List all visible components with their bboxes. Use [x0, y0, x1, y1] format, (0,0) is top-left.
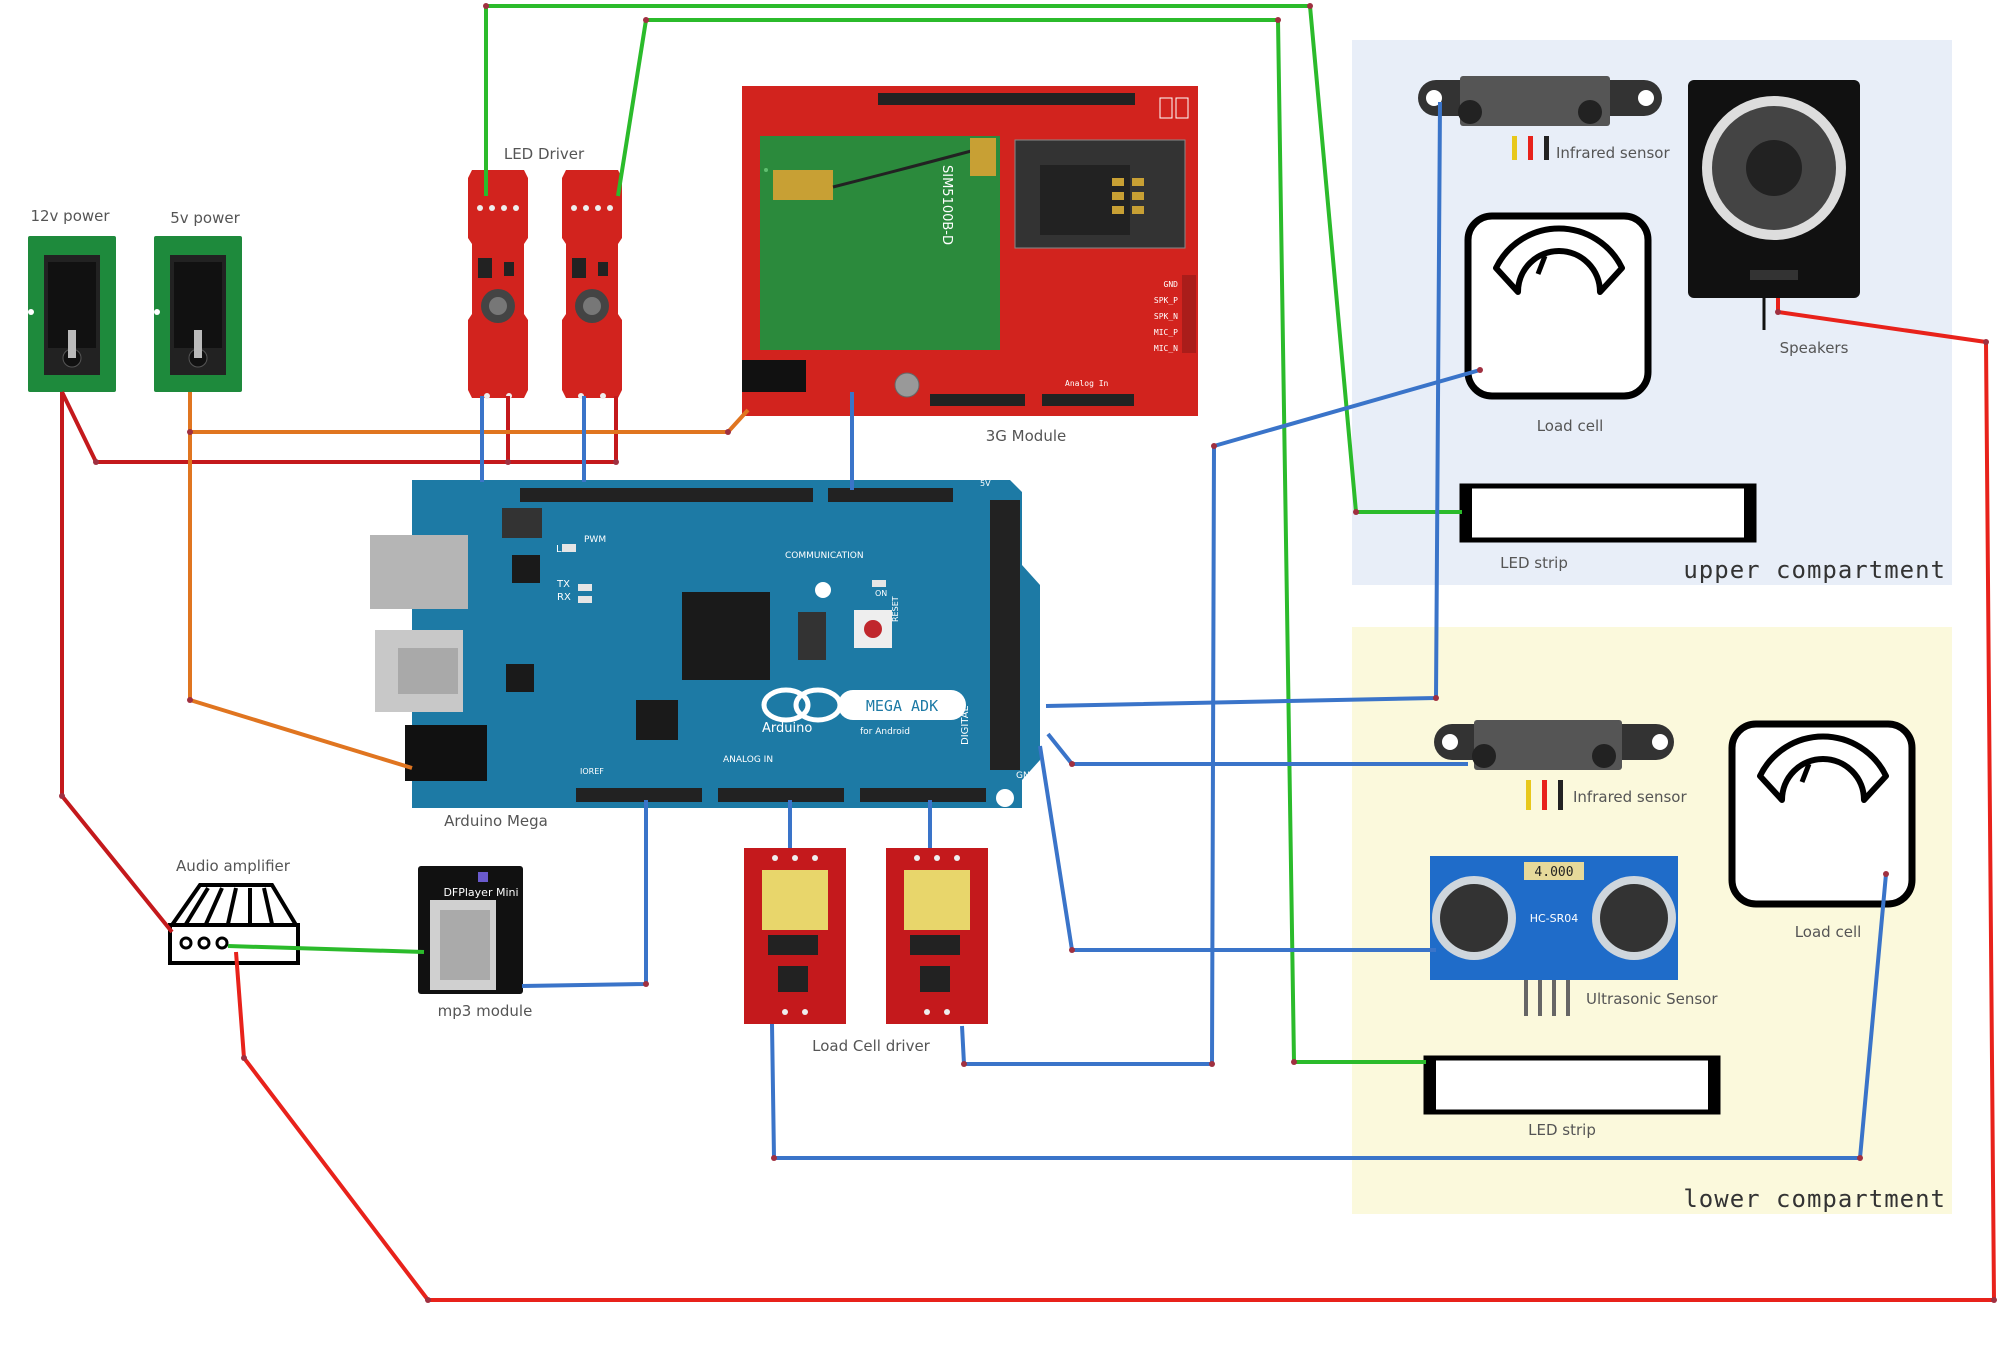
load-cell-upper-label: Load cell: [1537, 417, 1604, 435]
on-label: ON: [875, 589, 887, 598]
wire-orange-5v-module: [188, 392, 750, 434]
sim-chip-label: SIM5100B-D: [939, 165, 954, 245]
ultrasonic-chip-label: HC-SR04: [1530, 912, 1579, 925]
infrared-lower-label: Infrared sensor: [1573, 788, 1687, 806]
lower-compartment-label: lower compartment: [1683, 1185, 1946, 1213]
pin-spk-n: SPK_N: [1154, 312, 1178, 321]
gnd-label: GND: [1016, 771, 1037, 781]
ioref-label: IOREF: [580, 767, 604, 776]
digital-label: DIGITAL: [960, 705, 971, 745]
audio-amplifier-label: Audio amplifier: [176, 857, 291, 875]
analog-in-board-label: ANALOG IN: [723, 755, 773, 765]
led-strip-upper: [1459, 483, 1757, 543]
power-12v: 12v power: [28, 207, 116, 392]
power-12v-label: 12v power: [30, 207, 110, 225]
communication-label: COMMUNICATION: [785, 551, 864, 561]
wire-joints: [59, 3, 1997, 1303]
speaker: Speakers: [1688, 80, 1860, 357]
pin-mic-n: MIC_N: [1154, 344, 1178, 353]
wire-darkred-12v-amp: [60, 392, 174, 934]
ultrasonic-display: 4.000: [1534, 865, 1573, 880]
led-driver-label: LED Driver: [504, 145, 585, 163]
upper-compartment-label: upper compartment: [1683, 556, 1946, 584]
infrared-sensor-upper: Infrared sensor: [1418, 76, 1670, 162]
power-5v-label: 5v power: [170, 209, 240, 227]
infrared-upper-label: Infrared sensor: [1556, 144, 1670, 162]
arduino-label: Arduino Mega: [444, 812, 548, 830]
pin-gnd: GND: [1164, 280, 1179, 289]
led-driver-2: [562, 170, 622, 399]
power-5v: 5v power: [154, 209, 242, 392]
led-driver-1: [468, 170, 528, 399]
module-3g-label: 3G Module: [986, 427, 1066, 445]
load-cell-driver-1: [744, 848, 846, 1024]
arduino-brand: Arduino: [762, 721, 812, 736]
arduino-mega: PWM COMMUNICATION ANALOG IN DIGITAL TX R…: [370, 479, 1040, 830]
load-cell-lower: Load cell: [1728, 720, 1916, 941]
ultrasonic-sensor: 4.000 HC-SR04 Ultrasonic Sensor: [1430, 856, 1718, 1016]
five-v-label: 5V: [980, 479, 991, 488]
wire-green-amp-mp3: [227, 944, 425, 954]
ultrasonic-label: Ultrasonic Sensor: [1586, 990, 1718, 1008]
arduino-sub: for Android: [860, 727, 910, 737]
dfplayer-label: DFPlayer Mini: [443, 886, 518, 899]
l-label: L: [556, 544, 562, 555]
pin-spk-p: SPK_P: [1154, 296, 1178, 305]
load-cell-driver-2: [886, 848, 988, 1024]
wire-darkred-12v-drivers: [60, 391, 618, 464]
pin-mic-p: MIC_P: [1154, 328, 1178, 337]
mp3-module: DFPlayer Mini mp3 module: [418, 866, 532, 1020]
pwm-label: PWM: [584, 535, 606, 545]
load-cell-upper: Load cell: [1464, 212, 1652, 435]
led-strip-upper-label: LED strip: [1500, 554, 1568, 572]
audio-amplifier: Audio amplifier: [168, 857, 300, 965]
mp3-module-label: mp3 module: [438, 1002, 533, 1020]
load-cell-lower-label: Load cell: [1795, 923, 1862, 941]
analog-in-label: Analog In: [1065, 379, 1109, 388]
infrared-sensor-lower: Infrared sensor: [1434, 720, 1687, 810]
tx-label: TX: [556, 579, 570, 590]
rx-label: RX: [557, 592, 571, 603]
load-cell-driver-label: Load Cell driver: [812, 1037, 931, 1055]
led-strip-lower: [1423, 1055, 1721, 1115]
speakers-label: Speakers: [1780, 339, 1849, 357]
reset-label: RESET: [891, 596, 900, 622]
led-strip-lower-label: LED strip: [1528, 1121, 1596, 1139]
module-3g: SIM5100B-D GND SPK_P SPK_N MIC_P MIC_N A…: [742, 86, 1198, 445]
wire-blue-loadcell-lower: [770, 873, 1888, 1160]
arduino-model: MEGA ADK: [866, 697, 938, 715]
